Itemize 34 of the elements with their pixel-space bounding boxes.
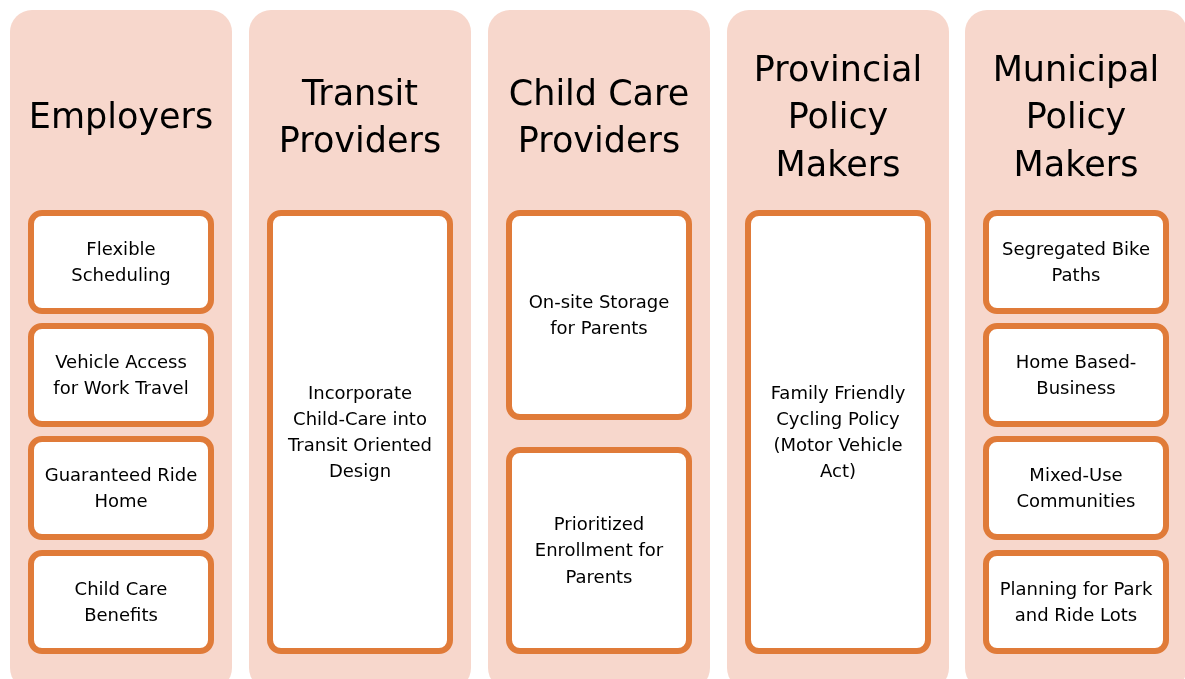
initiative-text: Incorporate Child-Care into Transit Oriented Design: [287, 380, 433, 484]
initiative-text: Planning for Park and Ride Lots: [998, 576, 1154, 627]
column-panel: [727, 10, 949, 679]
initiative-box: [28, 323, 214, 427]
column-panel: [249, 10, 471, 679]
initiative-box: [267, 210, 453, 654]
initiative-box: [745, 210, 931, 654]
column-heading: Child Care Providers: [507, 71, 691, 162]
initiative-box: [983, 323, 1169, 427]
initiative-text: Child Care Benefits: [73, 576, 169, 627]
initiative-box: [506, 210, 692, 420]
initiative-text: Home Based-Business: [1014, 349, 1138, 400]
initiative-box: [983, 550, 1169, 654]
initiative-box: [983, 436, 1169, 540]
column-heading: Municipal Policy Makers: [991, 48, 1161, 186]
column-heading: Provincial Policy Makers: [752, 48, 924, 186]
initiative-box: [983, 210, 1169, 314]
column-heading: Employers: [28, 95, 214, 139]
initiative-text: Guaranteed Ride Home: [43, 462, 199, 513]
initiative-text: Segregated Bike Paths: [1001, 236, 1151, 287]
initiative-text: Family Friendly Cycling Policy (Motor Vehicle Act): [769, 380, 907, 484]
initiative-text: On-site Storage for Parents: [527, 289, 671, 340]
initiative-box: [28, 550, 214, 654]
column-panel: [965, 10, 1185, 679]
column-panel: [10, 10, 232, 679]
initiative-text: Flexible Scheduling: [70, 236, 172, 287]
initiative-box: [506, 447, 692, 654]
initiative-text: Vehicle Access for Work Travel: [52, 349, 190, 400]
initiative-text: Mixed-Use Communities: [1015, 462, 1137, 513]
initiative-box: [28, 436, 214, 540]
initiative-box: [28, 210, 214, 314]
column-heading: Transit Providers: [277, 71, 443, 162]
initiative-text: Prioritized Enrollment for Parents: [533, 512, 665, 589]
column-panel: [488, 10, 710, 679]
